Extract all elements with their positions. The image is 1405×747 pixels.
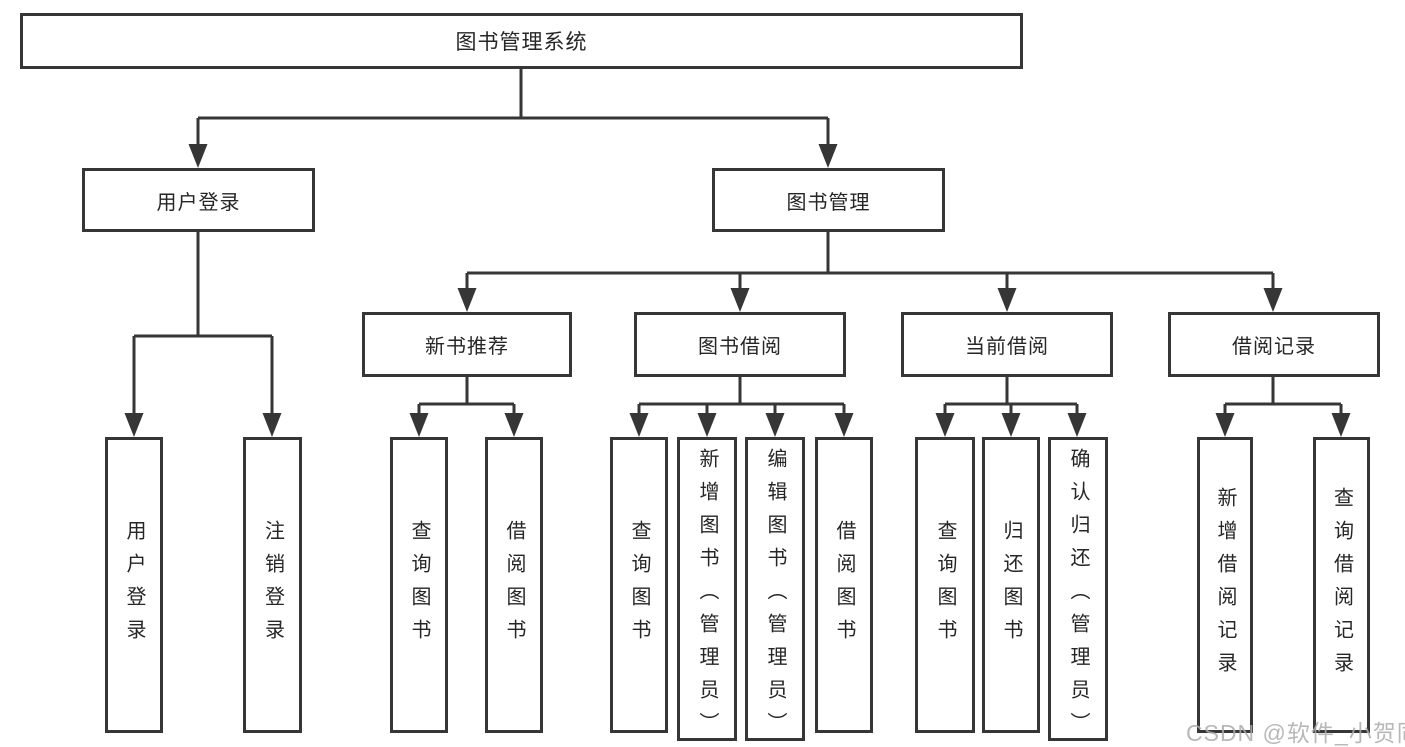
- leaf-nb-borrow-books: 借阅图书: [485, 437, 543, 733]
- leaf-cb-confirm-return-admin: 确认归还（管理员）: [1048, 437, 1108, 745]
- node-library-system: 图书管理系统: [20, 13, 1023, 69]
- connector-current-borrow-children: [935, 377, 1087, 437]
- csdn-watermark: CSDN @软件_小贺同学: [1186, 720, 1405, 746]
- node-current-borrowing: 当前借阅: [901, 312, 1113, 377]
- leaf-user-login: 用户登录: [105, 437, 163, 733]
- node-book-management: 图书管理: [712, 168, 945, 232]
- leaf-br-add-record: 新增借阅记录: [1197, 437, 1253, 733]
- connector-borrow-record-children: [1215, 377, 1351, 437]
- leaf-nb-query-books: 查询图书: [390, 437, 448, 733]
- leaf-bb-add-book-admin: 新增图书（管理员）: [677, 437, 737, 745]
- leaf-bb-query-books: 查询图书: [610, 437, 668, 733]
- leaf-bb-borrow-books: 借阅图书: [815, 437, 873, 733]
- leaf-logout: 注销登录: [243, 437, 302, 733]
- leaf-cb-query-books: 查询图书: [915, 437, 975, 733]
- node-borrowing-records: 借阅记录: [1168, 312, 1380, 377]
- node-new-book-recommendation: 新书推荐: [362, 312, 572, 377]
- node-book-borrowing: 图书借阅: [634, 312, 846, 377]
- leaf-bb-edit-book-admin: 编辑图书（管理员）: [745, 437, 805, 745]
- connector-root-to-level1: [188, 69, 838, 168]
- connector-book-borrow-children: [629, 377, 854, 437]
- connector-user-login-children: [124, 232, 282, 437]
- leaf-cb-return-books: 归还图书: [982, 437, 1040, 733]
- leaf-br-query-record: 查询借阅记录: [1313, 437, 1370, 733]
- connector-new-book-children: [409, 377, 524, 437]
- connector-book-management-children: [457, 232, 1283, 312]
- node-user-login: 用户登录: [82, 168, 315, 232]
